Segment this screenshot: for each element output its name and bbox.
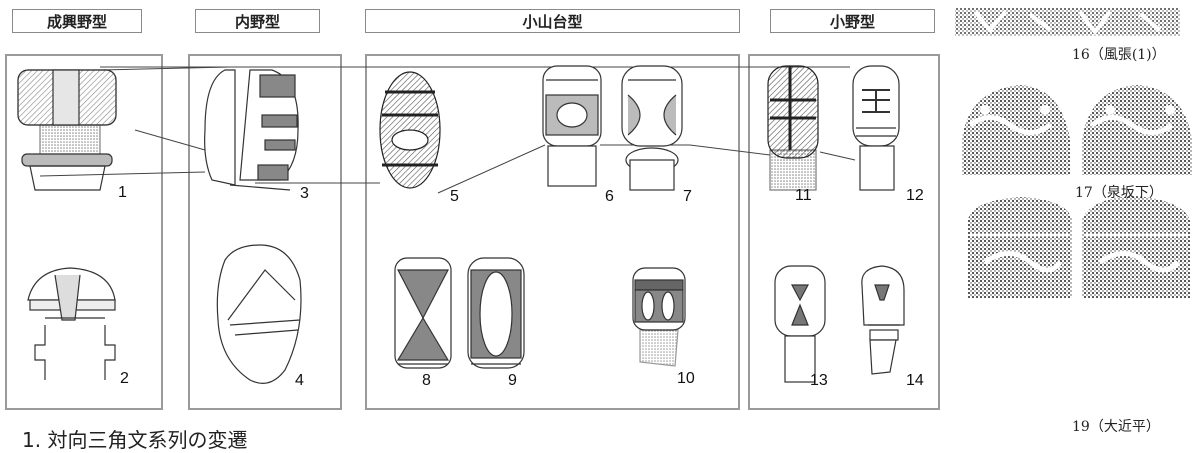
label-13: 13 — [810, 372, 828, 389]
artifact-1 — [17, 69, 117, 191]
artifact-13 — [774, 265, 826, 383]
artifact-2 — [27, 267, 116, 380]
artifact-7 — [621, 65, 683, 191]
label-4: 4 — [295, 372, 304, 389]
label-1: 1 — [118, 184, 127, 201]
artifact-10 — [632, 267, 686, 367]
rubbing-17-caption: 17（泉坂下） — [1075, 185, 1163, 201]
header-ono: 小野型 — [770, 9, 935, 33]
artifact-14 — [861, 265, 905, 375]
rubbing-16-caption: 16（風張(1)） — [1072, 47, 1166, 63]
artifact-5 — [379, 71, 441, 189]
label-7: 7 — [683, 188, 692, 205]
header-uchino: 内野型 — [195, 9, 320, 33]
label-3: 3 — [300, 185, 309, 202]
label-2: 2 — [120, 370, 129, 387]
label-6: 6 — [605, 188, 614, 205]
artifact-6 — [542, 65, 602, 187]
label-14: 14 — [906, 372, 924, 389]
label-11: 11 — [795, 187, 812, 204]
artifact-9 — [467, 257, 525, 369]
rubbing-17 — [962, 85, 1192, 175]
artifact-4 — [216, 244, 302, 384]
artifact-11 — [767, 65, 819, 191]
artifact-drawings — [17, 8, 1192, 384]
header-seikoya: 成興野型 — [12, 9, 142, 33]
rubbing-19-caption: 19（大近平） — [1072, 419, 1160, 435]
label-9: 9 — [508, 372, 517, 389]
artifact-8 — [394, 257, 452, 369]
artifact-3 — [204, 69, 299, 191]
label-8: 8 — [422, 372, 431, 389]
header-koyamadai: 小山台型 — [365, 9, 740, 33]
figure-caption: 1. 対向三角文系列の変遷 — [22, 428, 248, 452]
label-5: 5 — [450, 188, 459, 205]
artifact-12 — [852, 65, 900, 191]
label-12: 12 — [906, 187, 924, 204]
rubbing-19 — [968, 196, 1190, 298]
label-10: 10 — [677, 370, 695, 387]
rubbing-16 — [955, 8, 1180, 36]
